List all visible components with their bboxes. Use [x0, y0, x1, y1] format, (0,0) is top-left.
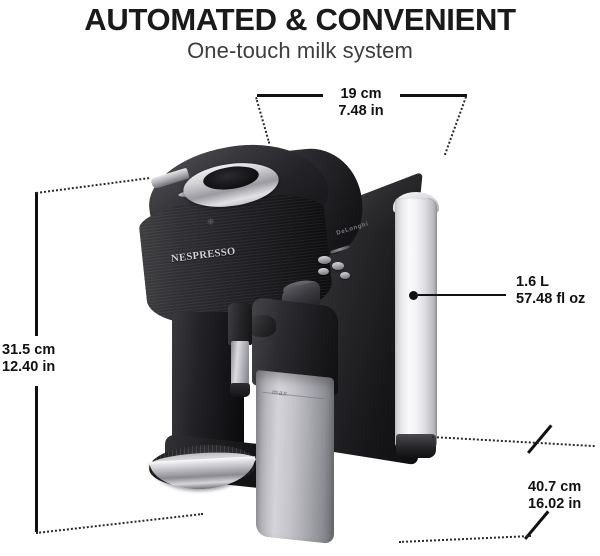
- control-button-lungo: [318, 256, 331, 264]
- machine-base: [165, 434, 277, 490]
- milk-max-label: max: [271, 389, 288, 398]
- height-metric: 31.5 cm: [2, 342, 56, 358]
- water-tank-base: [396, 434, 436, 458]
- water-tank: [395, 198, 437, 448]
- width-leader-left: [255, 97, 271, 144]
- height-rule-upper: [35, 192, 38, 336]
- depth-rule-upper: [527, 424, 553, 454]
- rear-body-top-face: [295, 171, 423, 275]
- rear-body-panel: [300, 218, 418, 466]
- width-rule-right: [400, 94, 467, 97]
- brewer-head-shoulder: [230, 143, 368, 265]
- depth-metric: 40.7 cm: [528, 479, 582, 495]
- milk-spout-tip: [230, 383, 250, 397]
- water-tank-lid: [393, 192, 439, 214]
- water-tank-callout-dot: [409, 291, 418, 300]
- capsule-opening: [201, 163, 261, 193]
- height-rule-lower: [35, 386, 38, 532]
- brewer-head-top: [143, 135, 333, 249]
- machine-column: [172, 312, 244, 462]
- milk-spout-housing: [228, 303, 252, 345]
- drip-tray-rim-top: [149, 450, 257, 474]
- height-leader-bottom: [36, 512, 204, 534]
- width-leader-right: [443, 96, 467, 156]
- delonghi-logo: DeLonghi: [335, 221, 370, 237]
- width-metric: 19 cm: [340, 86, 382, 102]
- width-dimension-label: 19 cm 7.48 in: [330, 86, 392, 120]
- page-subtitle: One-touch milk system: [187, 38, 413, 63]
- depth-leader-top: [431, 436, 595, 448]
- milk-container-lid: [252, 296, 338, 396]
- brewer-head-body: [136, 186, 336, 334]
- control-button-hot-milk: [340, 272, 350, 279]
- control-indicator-bar: [330, 244, 350, 255]
- capsule-slot: [177, 181, 255, 200]
- water-tank-metric: 1.6 L: [516, 274, 550, 290]
- milk-spout-tube: [231, 341, 249, 387]
- height-leader-top: [36, 177, 150, 194]
- width-rule-left: [257, 94, 323, 97]
- drip-tray-grid: [147, 442, 259, 490]
- water-tank-callout-line: [418, 294, 506, 296]
- milk-dial-top: [283, 278, 319, 298]
- capsule-lever: [150, 167, 190, 190]
- control-button-espresso: [332, 262, 344, 270]
- capsule-holder-ring: [180, 157, 282, 213]
- control-button-milk: [318, 268, 329, 275]
- height-dimension-label: 31.5 cm 12.40 in: [2, 342, 55, 376]
- depth-dimension-label: 40.7 cm 16.02 in: [528, 479, 581, 513]
- drip-tray-chrome-rim: [149, 456, 257, 492]
- page-title: AUTOMATED & CONVENIENT: [84, 2, 516, 37]
- width-imperial: 7.48 in: [338, 103, 384, 119]
- depth-leader-bottom: [399, 535, 531, 543]
- milk-spout-arm: [246, 315, 276, 337]
- milk-container: [256, 369, 334, 545]
- power-icon: ⎈: [206, 215, 215, 227]
- milk-max-line: [262, 391, 324, 400]
- water-tank-imperial: 57.48 fl oz: [516, 291, 586, 307]
- height-imperial: 12.40 in: [2, 359, 56, 375]
- water-tank-capacity-label: 1.6 L 57.48 fl oz: [516, 274, 585, 308]
- nespresso-logo: NESPRESSO: [170, 246, 237, 265]
- milk-froth-dial: [282, 280, 320, 316]
- depth-imperial: 16.02 in: [528, 496, 582, 512]
